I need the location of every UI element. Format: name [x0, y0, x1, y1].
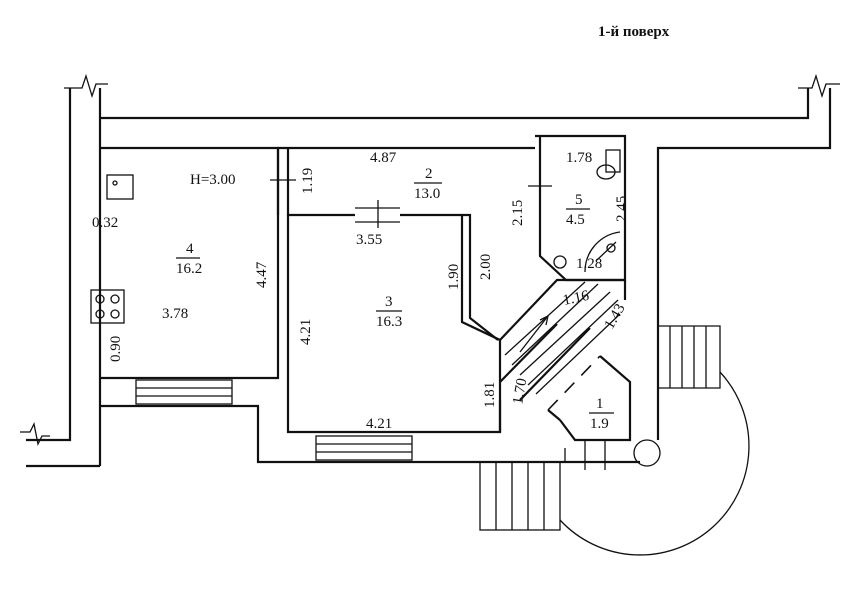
shower-icon — [584, 231, 621, 273]
outer-walls — [20, 73, 840, 468]
dim-stair-lower: 1.70 — [510, 377, 530, 406]
dim-bath-width: 1.78 — [566, 150, 592, 166]
room-5-number: 5 — [575, 192, 583, 208]
entrance-steps — [479, 325, 750, 556]
washbasin-icon — [553, 255, 567, 269]
room-1-number: 1 — [596, 396, 604, 412]
dim-kitchen-length: 4.47 — [254, 261, 270, 288]
dim-room-3-top: 3.55 — [356, 232, 382, 248]
room-2-area: 13.0 — [414, 186, 440, 202]
arrow-icon — [519, 315, 549, 353]
sink-icon — [106, 174, 134, 200]
sink-drain-icon — [112, 180, 118, 186]
room-5-area: 4.5 — [566, 212, 585, 228]
toilet-icon — [596, 149, 621, 180]
window-room-3 — [315, 435, 413, 461]
room-1-vestibule — [547, 355, 632, 470]
dim-room-3-left: 4.21 — [298, 319, 314, 345]
room-2-hall — [270, 146, 535, 341]
floor-title: 1-й поверх — [598, 24, 670, 40]
room-2-number: 2 — [425, 166, 433, 182]
dim-room-3-right-upper: 1.90 — [446, 264, 462, 290]
room-4-area: 16.2 — [176, 261, 202, 277]
room-4-number: 4 — [186, 241, 194, 257]
dim-kitchen-bottom-offset: 0.90 — [108, 336, 124, 362]
dim-stair-width: 1.16 — [562, 288, 591, 309]
dim-hall-width: 4.87 — [370, 150, 397, 166]
stove-icon — [90, 289, 125, 324]
dim-bath-length: 2.45 — [614, 196, 630, 222]
room-3-area: 16.3 — [376, 314, 402, 330]
ceiling-height: H=3.00 — [190, 172, 236, 188]
dim-room-3-right-lower: 1.81 — [482, 382, 498, 408]
dim-hall-depth: 1.19 — [300, 168, 316, 194]
dim-room-3-bottom: 4.21 — [366, 416, 392, 432]
column-icon — [633, 439, 661, 467]
room-1-area: 1.9 — [590, 416, 609, 432]
staircase — [498, 278, 627, 432]
dim-bath-inner: 1.28 — [576, 256, 602, 272]
room-3-number: 3 — [385, 294, 393, 310]
room-labels: 4 16.2 2 13.0 3 16.3 5 4.5 1 1.9 H=3.00 — [176, 166, 614, 432]
dimension-labels: 0.32 3.78 4.47 0.90 4.87 1.19 2.15 2.00 … — [92, 150, 630, 432]
room-3 — [286, 215, 502, 461]
dim-kitchen-width: 3.78 — [162, 306, 188, 322]
dim-hall-diag: 2.00 — [478, 254, 494, 280]
dim-stair-length: 1.43 — [602, 301, 629, 332]
window-kitchen — [135, 379, 233, 405]
room-4-kitchen — [90, 146, 280, 405]
dim-hall-side: 2.15 — [510, 200, 526, 226]
dim-kitchen-top-offset: 0.32 — [92, 215, 118, 231]
